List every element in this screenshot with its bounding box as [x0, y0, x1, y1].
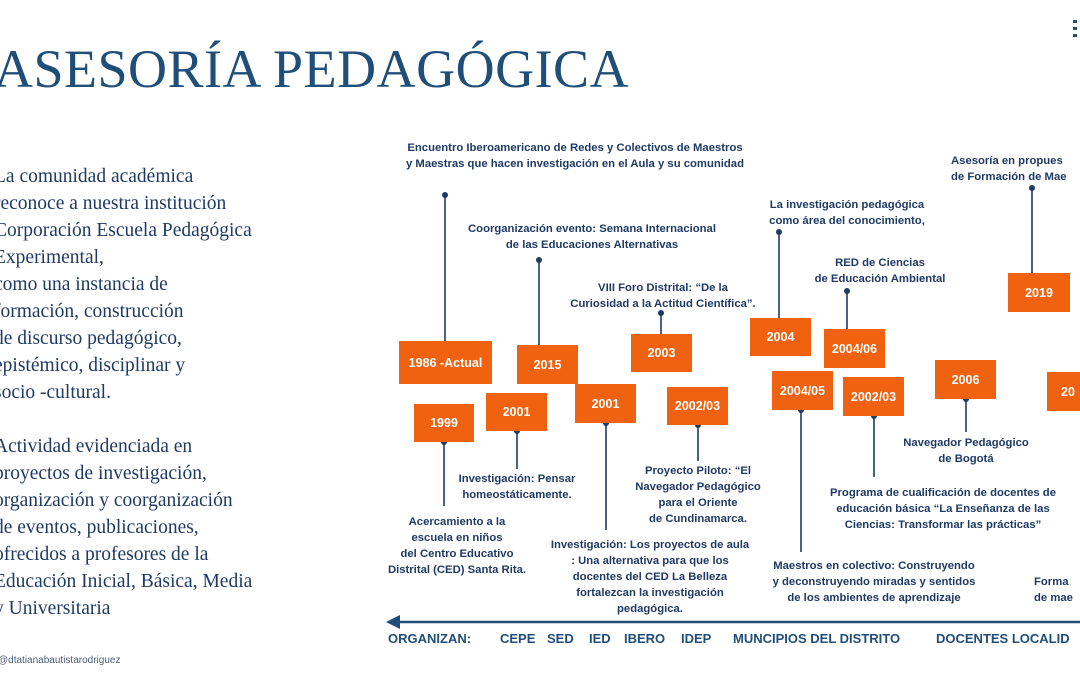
milestone-year: 2004/06: [824, 329, 885, 368]
organizer-item: IED: [589, 631, 611, 646]
milestone-year: 1986 -Actual: [399, 341, 492, 384]
connector-dot: [536, 257, 542, 263]
description-paragraph: Actividad evidenciada en proyectos de in…: [0, 436, 253, 619]
milestone-description: Investigación: Los proyectos de aula : U…: [550, 539, 750, 615]
description: La comunidad académica reconoce a nuestr…: [0, 163, 324, 622]
organizer-item: DOCENTES LOCALID: [936, 631, 1070, 646]
organizer-item: IBERO: [624, 631, 666, 646]
milestone-year: 2004/05: [772, 371, 833, 410]
milestone-year: 2015: [517, 345, 578, 384]
milestone-year: 2004: [750, 318, 811, 356]
organizer-item: CEPE: [500, 631, 536, 646]
milestone-description: VIII Foro Distrital: “De la Curiosidad a…: [570, 282, 756, 310]
milestone-description: Navegador Pedagógico de Bogotá: [903, 437, 1029, 465]
organizers-label: ORGANIZAN:: [388, 631, 472, 646]
milestone-year: 2002/03: [843, 377, 904, 416]
milestone-description: Acercamiento a la escuela en niños del C…: [387, 516, 527, 576]
connector-dot: [776, 229, 782, 235]
organizer-item: MUNCIPIOS DEL DISTRITO: [733, 631, 901, 646]
connector-dot: [442, 192, 448, 198]
milestone-year: 2006: [935, 360, 996, 399]
connector-dot: [1029, 185, 1035, 191]
description-paragraph: La comunidad académica reconoce a nuestr…: [0, 166, 252, 403]
milestone-description: Investigación: Pensar homeostáticamente.: [458, 473, 576, 501]
organizer-item: SED: [547, 631, 574, 646]
milestone-year: 2002/03: [667, 387, 728, 425]
milestone-description: Proyecto Piloto: “El Navegador Pedagógic…: [635, 465, 761, 525]
milestone-year: 2003: [631, 334, 692, 372]
arrow-left-icon: [386, 615, 400, 629]
milestone-description: Asesoría en propues de Formación de Mae: [951, 155, 1067, 183]
milestone-description: Forma de mae: [1034, 576, 1073, 604]
milestone-description: RED de Ciencias de Educación Ambiental: [814, 257, 946, 285]
milestone-year: 20: [1047, 372, 1080, 411]
milestone-year: 1999: [414, 404, 474, 442]
milestone-year: 2001: [486, 393, 547, 431]
milestone-description: Maestros en colectivo: Construyendo y de…: [772, 560, 976, 604]
connector-dot: [844, 288, 850, 294]
organizer-item: IDEP: [681, 631, 712, 646]
page-title: ASESORÍA PEDAGÓGICA: [0, 39, 630, 99]
connector-dot: [658, 310, 664, 316]
milestone-description: Encuentro Iberoamericano de Redes y Cole…: [406, 142, 744, 170]
milestone-description: Programa de cualificación de docentes de…: [829, 487, 1056, 531]
milestone-year: 2019: [1008, 273, 1070, 312]
milestone-year: 2001: [575, 384, 636, 423]
milestone-description: Coorganización evento: Semana Internacio…: [468, 223, 716, 251]
milestone-description: La investigación pedagógica como área de…: [769, 199, 925, 227]
author-credit: @dtatianabautistarodriguez: [0, 655, 121, 666]
corner-logo-icon: [1072, 18, 1078, 48]
